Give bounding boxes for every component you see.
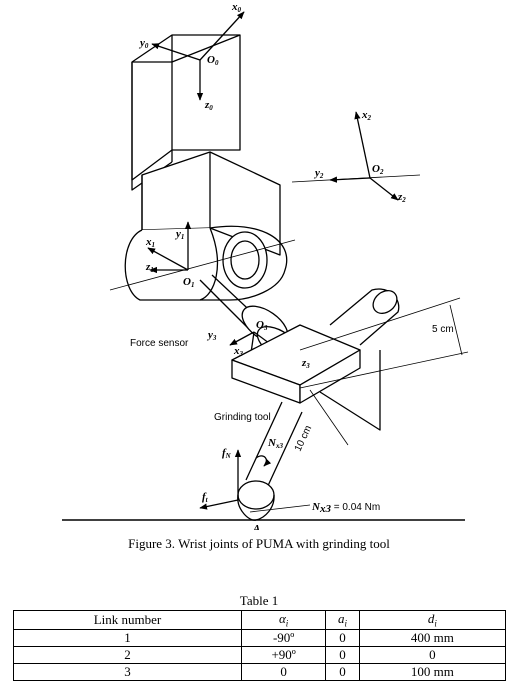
y1-label: y1 (174, 228, 184, 241)
cell-link: 2 (13, 645, 242, 664)
header-link-number: Link number (13, 610, 242, 630)
force-sensor-label: Force sensor (130, 338, 189, 349)
header-d: di (358, 610, 507, 630)
cell-alpha: -90º (240, 628, 327, 647)
cell-d: 400 mm (358, 628, 507, 647)
x2-label: x2 (361, 109, 372, 122)
five-cm-label: 5 cm (432, 324, 454, 335)
frame-1-axes (147, 221, 192, 274)
z3-label: z3 (301, 357, 310, 370)
contact-point-label: A (252, 523, 260, 530)
table-row: 1 -90º 0 400 mm (13, 628, 507, 647)
table-row: 3 0 0 100 mm (13, 662, 507, 681)
y2-label: y2 (313, 167, 324, 180)
cell-link: 1 (13, 628, 242, 647)
ft-label: ft (202, 491, 209, 504)
grinding-tool-drawing (231, 288, 469, 521)
cell-a: 0 (325, 645, 360, 664)
table-row: 2 +90º 0 0 (13, 645, 507, 664)
o1-label: O1 (183, 276, 194, 289)
table-title: Table 1 (239, 593, 279, 608)
dh-parameter-table: Link number αi ai di 1 -90º 0 400 mm 2 +… (13, 610, 507, 681)
cell-d: 100 mm (358, 662, 507, 681)
frame-2-axes (291, 111, 421, 201)
header-alpha: αi (240, 610, 327, 630)
frame-0-axes (151, 11, 245, 101)
cell-alpha: +90º (240, 645, 327, 664)
x1-label: x1 (145, 236, 155, 249)
header-a: ai (325, 610, 360, 630)
ten-cm-label: 10 cm (293, 424, 314, 453)
y3-label: y3 (206, 329, 217, 342)
puma-wrist-figure: x0 y0 O0 z0 x2 y2 O2 z2 x1 y1 z1 O1 y3 O… (62, 1, 469, 530)
cell-a: 0 (325, 662, 360, 681)
cell-link: 3 (13, 662, 242, 681)
cell-alpha: 0 (240, 662, 327, 681)
x0-label: x0 (231, 1, 242, 14)
torque-annotation: Nx3 = 0.04 Nm (311, 501, 380, 515)
figure-caption: Figure 3. Wrist joints of PUMA with grin… (128, 536, 390, 551)
z2-label: z2 (397, 191, 406, 204)
contact-forces (199, 449, 311, 513)
Nx3-label: Nx3 (267, 437, 283, 450)
base-link-drawing (131, 34, 241, 191)
fN-label: fN (222, 447, 232, 460)
o2-label: O2 (372, 163, 384, 176)
grinding-tool-label: Grinding tool (214, 412, 271, 423)
cell-d: 0 (358, 645, 507, 664)
cell-a: 0 (325, 628, 360, 647)
o3-label: O3 (256, 319, 268, 332)
z0-label: z0 (204, 99, 213, 112)
z1-label: z1 (145, 261, 154, 274)
wrist-block-drawing (109, 151, 296, 301)
o0-label: O0 (207, 54, 219, 67)
table-header-row: Link number αi ai di (13, 610, 507, 630)
x3-label: x3 (233, 345, 244, 358)
y0-label: y0 (138, 37, 149, 50)
